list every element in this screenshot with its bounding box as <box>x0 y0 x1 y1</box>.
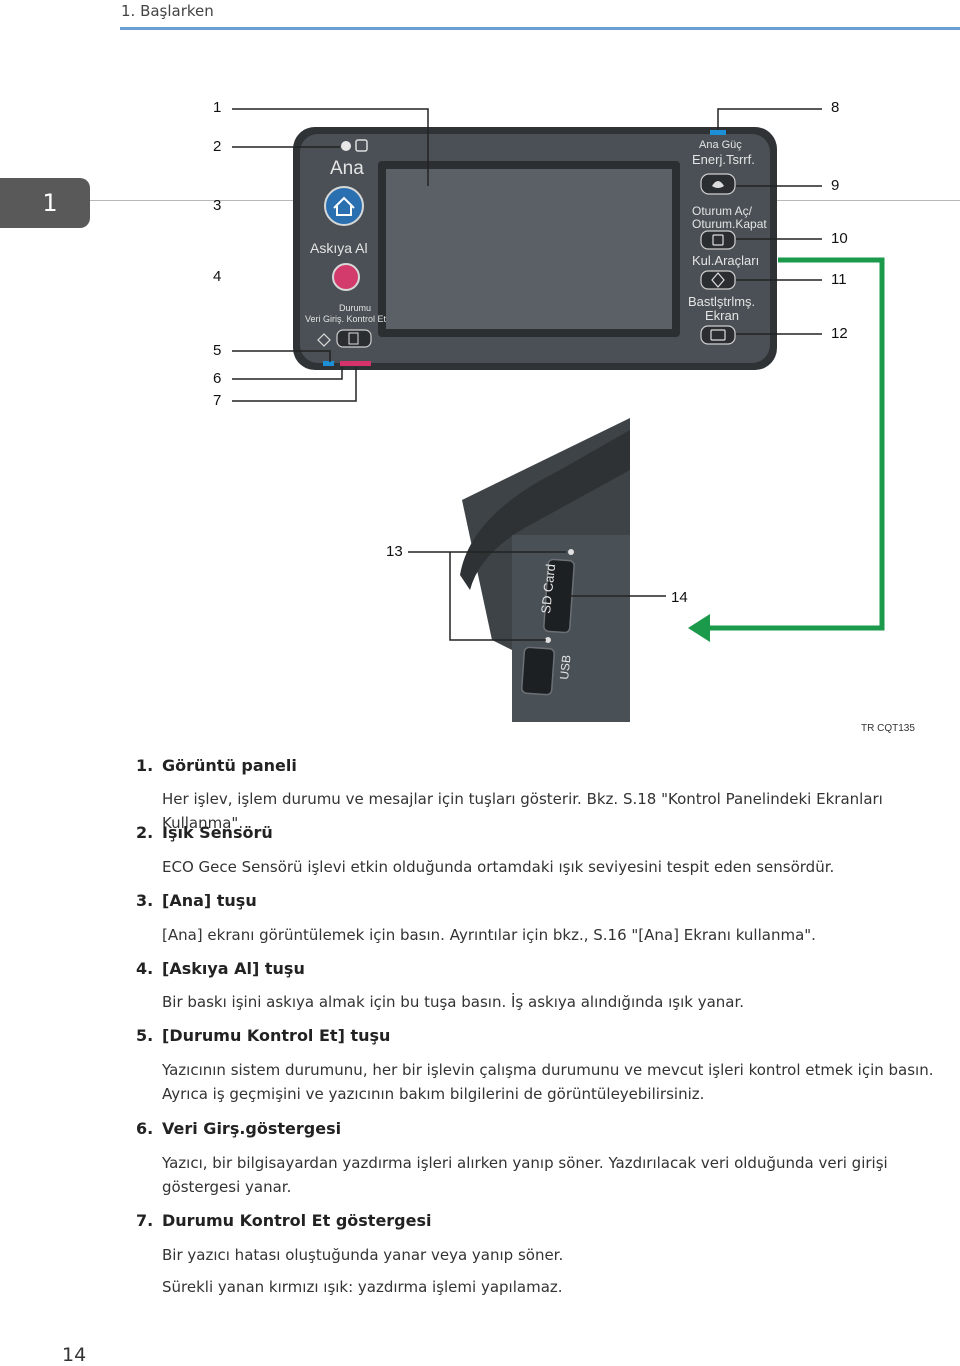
green-connector <box>706 257 885 631</box>
item-title-6: 6.Veri Girş.göstergesi <box>136 1119 342 1138</box>
energy-label-line2: Enerj.Tsrrf. <box>692 152 755 167</box>
callout-3: 3 <box>213 197 222 214</box>
simplified-screen-button <box>700 325 736 345</box>
user-tools-button <box>700 270 736 290</box>
simplified-screen-icon <box>710 329 726 341</box>
device-edge <box>460 430 630 590</box>
running-header: 1. Başlarken <box>121 2 214 20</box>
display-screen <box>386 169 672 329</box>
login-label-line1: Oturum Aç/ <box>692 204 753 218</box>
callout-1: 1 <box>213 99 222 116</box>
callout-10: 10 <box>831 230 848 247</box>
simplified-label-line2: Ekran <box>705 308 739 323</box>
status-check-button <box>336 329 372 348</box>
home-button-ring <box>324 186 364 226</box>
item-title-4: 4.[Askıya Al] tuşu <box>136 959 305 978</box>
login-label-line2: Oturum.Kapat <box>692 217 767 231</box>
status-check-icon <box>348 332 359 345</box>
item-title-1: 1.Görüntü paneli <box>136 756 297 775</box>
leader-8 <box>717 108 822 130</box>
user-tools-label: Kul.Araçları <box>692 253 759 268</box>
item-body-7a: Bir yazıcı hatası oluştuğunda yanar veya… <box>162 1246 564 1264</box>
callout-9: 9 <box>831 177 840 194</box>
status-label-line2: Veri Giriş. Kontrol Et <box>305 314 387 324</box>
chapter-tab: 1 <box>0 178 90 228</box>
item-body-5: Yazıcının sistem durumunu, her bir işlev… <box>162 1061 934 1103</box>
user-tools-icon <box>711 272 725 288</box>
item-body-2: ECO Gece Sensörü işlevi etkin olduğunda … <box>162 858 835 876</box>
callout-4: 4 <box>213 268 222 285</box>
callout-8: 8 <box>831 99 840 116</box>
leader-6 <box>232 367 343 380</box>
usb-port <box>521 646 555 696</box>
status-indicator <box>340 361 371 366</box>
page-number: 14 <box>62 1344 87 1366</box>
item-body-7b: Sürekli yanan kırmızı ışık: yazdırma işl… <box>162 1278 563 1296</box>
callout-6: 6 <box>213 370 222 387</box>
energy-saver-indicator <box>710 130 726 135</box>
suspend-label: Askıya Al <box>310 240 368 256</box>
item-body-4: Bir baskı işini askıya almak için bu tuş… <box>162 993 745 1011</box>
login-button <box>700 230 736 250</box>
leader-13-bracket <box>449 552 546 641</box>
callout-12: 12 <box>831 325 848 342</box>
key-icon <box>712 234 724 246</box>
item-body-6: Yazıcı, bir bilgisayardan yazdırma işler… <box>162 1154 888 1196</box>
item-body-3: [Ana] ekranı görüntülemek için basın. Ay… <box>162 926 816 944</box>
header-rule <box>120 27 960 30</box>
simplified-label-line1: Bastlştrlmş. <box>688 294 755 309</box>
data-in-icon <box>317 333 331 347</box>
callout-7: 7 <box>213 392 222 409</box>
leader-1 <box>232 108 429 186</box>
light-sensor <box>341 141 351 151</box>
eco-icon <box>355 139 368 152</box>
leader-5 <box>232 350 331 362</box>
callout-2: 2 <box>213 138 222 155</box>
item-title-7: 7.Durumu Kontrol Et göstergesi <box>136 1211 432 1230</box>
item-body-1: Her işlev, işlem durumu ve mesajlar için… <box>162 790 883 832</box>
home-icon <box>333 196 355 216</box>
control-panel-figure: Ana Askıya Al Durumu Veri Giriş. Kontrol… <box>232 108 885 722</box>
item-title-2: 2.Işık Sensörü <box>136 823 273 842</box>
sd-indicator <box>568 549 574 555</box>
green-arrow-head <box>688 614 710 642</box>
callout-13: 13 <box>386 543 403 560</box>
leader-7 <box>232 367 357 402</box>
home-label: Ana <box>330 158 364 179</box>
item-title-3: 3.[Ana] tuşu <box>136 891 257 910</box>
usb-indicator <box>545 637 551 643</box>
callout-14: 14 <box>671 589 688 606</box>
sd-card-label: SD Card <box>538 563 558 614</box>
usb-label: USB <box>557 654 574 680</box>
suspend-button <box>332 263 360 291</box>
sd-card-slot <box>543 558 575 634</box>
item-title-5: 5.[Durumu Kontrol Et] tuşu <box>136 1026 391 1045</box>
callout-5: 5 <box>213 342 222 359</box>
data-in-indicator <box>323 361 334 366</box>
figure-code: TR CQT135 <box>861 723 915 734</box>
callout-11: 11 <box>831 271 847 288</box>
leaf-icon <box>712 181 724 188</box>
status-label-line1: Durumu <box>339 303 371 313</box>
energy-label-line1: Ana Güç <box>699 139 742 151</box>
